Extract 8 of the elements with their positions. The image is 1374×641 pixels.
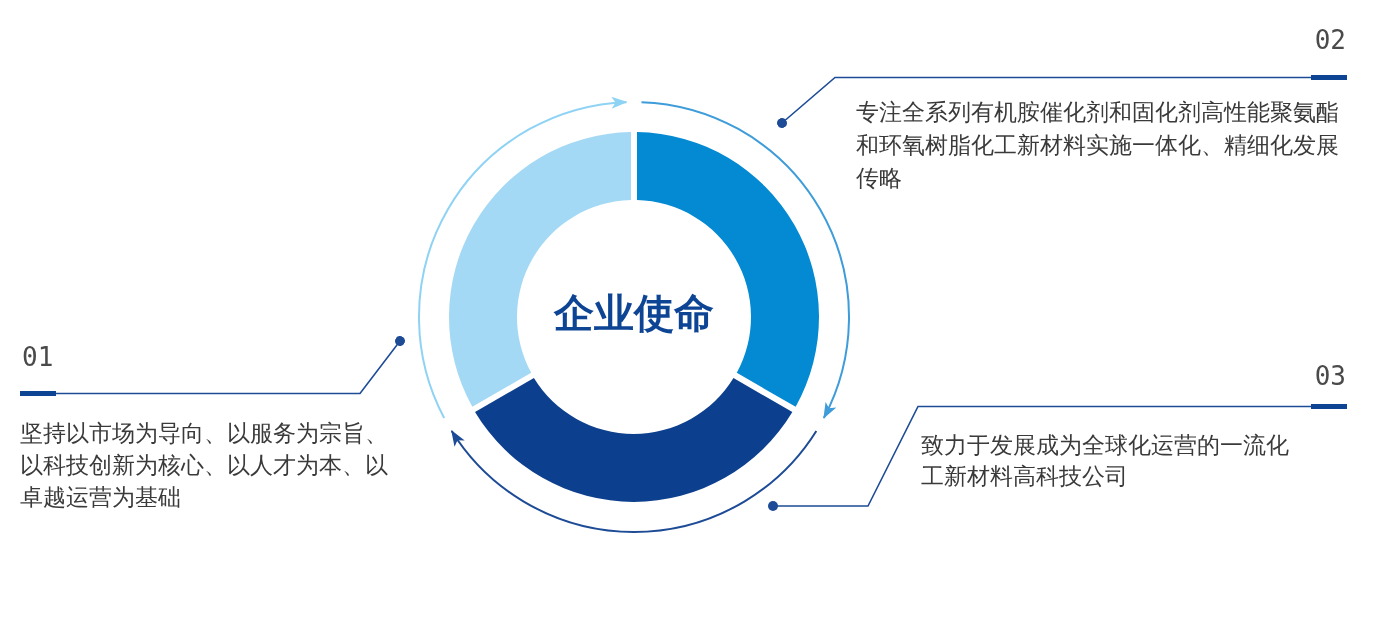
item-number: 01 bbox=[22, 344, 54, 370]
item-number: 02 bbox=[1314, 27, 1346, 53]
item-description: 坚持以市场为导向、以服务为宗旨、以科技创新为核心、以人才为本、以卓越运营为基础 bbox=[20, 418, 389, 513]
item-description: 专注全系列有机胺催化剂和固化剂高性能聚氨酯和环氧树脂化工新材料实施一体化、精细化发展传略 bbox=[856, 97, 1340, 194]
item-number: 03 bbox=[1314, 363, 1346, 389]
ring-segment bbox=[475, 378, 793, 502]
center-title: 企业使命 bbox=[554, 289, 714, 337]
item-description: 致力于发展成为全球化运营的一流化工新材料高科技公司 bbox=[921, 429, 1290, 492]
